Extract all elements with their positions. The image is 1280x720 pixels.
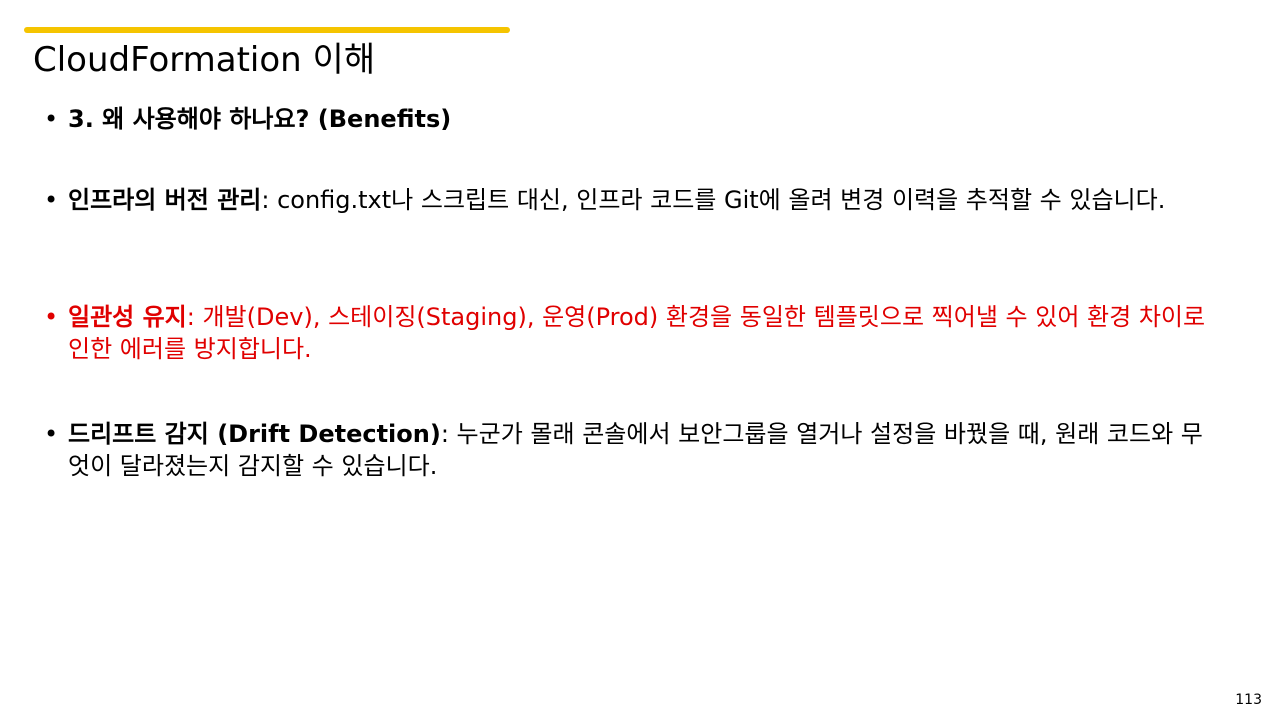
bullet-text: 드리프트 감지 (Drift Detection): 누군가 몰래 콘솔에서 보… bbox=[68, 418, 1218, 482]
bullet-body-text: : config.txt나 스크립트 대신, 인프라 코드를 Git에 올려 변… bbox=[261, 186, 1166, 214]
title-accent-bar bbox=[24, 27, 510, 33]
bullet-body-text: : 누군가 몰래 콘솔에서 보안그룹을 열거나 설정을 바꿨을 때, 원래 코드… bbox=[68, 420, 1203, 480]
bullet-version-control: • 인프라의 버전 관리: config.txt나 스크립트 대신, 인프라 코… bbox=[44, 184, 1224, 216]
bullet-text: 인프라의 버전 관리: config.txt나 스크립트 대신, 인프라 코드를… bbox=[68, 184, 1218, 216]
bullet-bold-text: 드리프트 감지 (Drift Detection) bbox=[68, 420, 441, 448]
bullet-text: 일관성 유지: 개발(Dev), 스테이징(Staging), 운영(Prod)… bbox=[68, 301, 1218, 365]
bullet-bold-text: 3. 왜 사용해야 하나요? (Benefits) bbox=[68, 105, 452, 133]
bullet-bold-text: 인프라의 버전 관리 bbox=[68, 186, 262, 214]
bullet-text: 3. 왜 사용해야 하나요? (Benefits) bbox=[68, 103, 1218, 135]
bullet-drift-detection: • 드리프트 감지 (Drift Detection): 누군가 몰래 콘솔에서… bbox=[44, 418, 1224, 482]
bullet-dot-icon: • bbox=[44, 186, 59, 214]
bullet-dot-icon: • bbox=[44, 105, 59, 133]
page-number: 113 bbox=[1235, 692, 1262, 708]
bullet-body-text: : 개발(Dev), 스테이징(Staging), 운영(Prod) 환경을 동… bbox=[68, 303, 1206, 363]
bullet-dot-icon: • bbox=[44, 303, 59, 331]
bullet-dot-icon: • bbox=[44, 420, 59, 448]
slide-title: CloudFormation 이해 bbox=[33, 40, 376, 80]
bullet-bold-text: 일관성 유지 bbox=[68, 303, 187, 331]
bullet-consistency: • 일관성 유지: 개발(Dev), 스테이징(Staging), 운영(Pro… bbox=[44, 301, 1224, 365]
bullet-benefits-heading: • 3. 왜 사용해야 하나요? (Benefits) bbox=[44, 103, 1224, 135]
